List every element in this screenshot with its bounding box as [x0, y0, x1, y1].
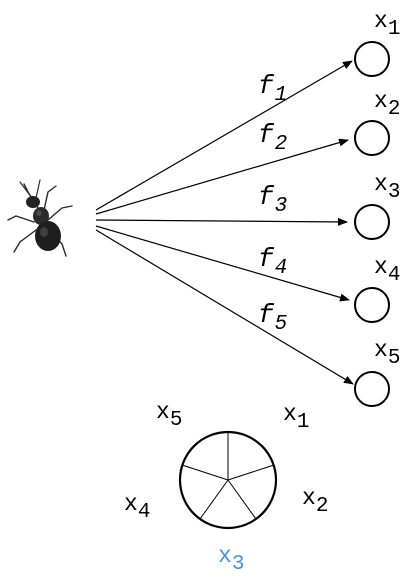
target-node-3	[354, 204, 390, 240]
roulette-divider	[227, 479, 257, 520]
edge-1-label: f1	[258, 71, 287, 107]
edge-3-arrow	[95, 217, 348, 226]
roulette-wheel	[178, 430, 278, 530]
node-4-label: x4	[374, 254, 400, 287]
node-1-label: x1	[374, 8, 400, 41]
roulette-label-x4: x4	[124, 491, 150, 524]
edge-2-label: f2	[258, 120, 287, 156]
roulette-divider	[199, 479, 229, 520]
roulette-label-x1: x1	[283, 401, 309, 434]
edge-4-arrow	[95, 225, 350, 302]
roulette-labels: x5 x1 x2 x4 x3	[124, 399, 328, 576]
ant-icon	[7, 179, 73, 257]
edge-1-arrow	[95, 60, 353, 211]
edge-labels: f1 f2 f3 f4 f5	[258, 71, 288, 336]
target-node-2	[354, 120, 390, 156]
target-node-5	[354, 371, 390, 407]
edges	[95, 60, 354, 385]
node-labels: x1 x2 x3 x4 x5	[374, 8, 400, 370]
edge-2-arrow	[95, 138, 349, 215]
target-node-1	[354, 41, 390, 77]
target-nodes	[354, 41, 390, 407]
roulette-label-x5: x5	[156, 399, 182, 432]
node-3-label: x3	[374, 171, 400, 204]
node-5-label: x5	[374, 337, 400, 370]
node-2-label: x2	[374, 88, 400, 121]
edge-5-label: f5	[258, 300, 288, 336]
roulette-divider	[227, 464, 275, 481]
roulette-label-x2: x2	[302, 485, 328, 518]
roulette-divider	[181, 464, 229, 481]
edge-4-label: f4	[258, 244, 287, 280]
edge-5-arrow	[95, 229, 354, 385]
edge-3-label: f3	[258, 182, 287, 218]
roulette-label-x3-selected: x3	[218, 543, 244, 576]
target-node-4	[354, 287, 390, 323]
